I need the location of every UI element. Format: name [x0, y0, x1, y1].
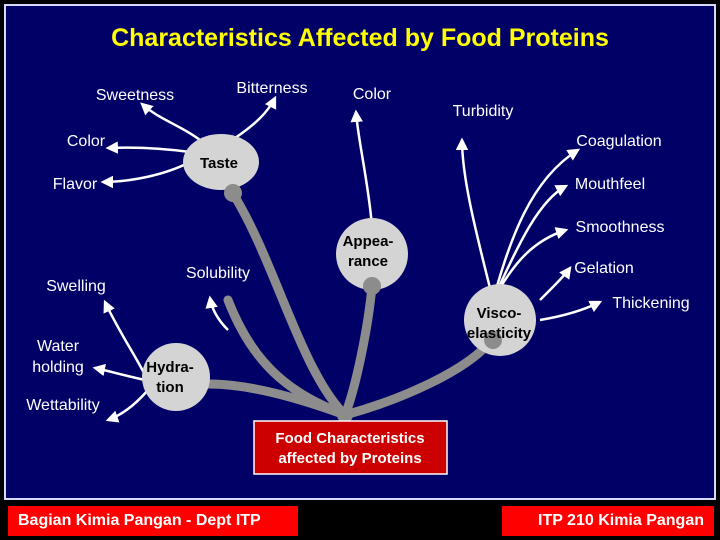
main-branches — [185, 187, 498, 420]
arrow-thickening — [539, 300, 603, 322]
label-coagulation: Coagulation — [576, 133, 661, 150]
branch-taste — [227, 187, 350, 420]
node-hydration-label-1: Hydra- — [146, 359, 194, 376]
arrow-turbidity — [455, 137, 495, 301]
label-water-holding-1: Water — [37, 338, 80, 355]
label-swelling: Swelling — [46, 278, 106, 295]
label-flavor: Flavor — [53, 176, 98, 193]
label-gelation: Gelation — [574, 260, 634, 277]
node-appearance: Appea- rance — [336, 218, 408, 295]
center-node-dot — [337, 407, 353, 423]
branch-solubility — [223, 295, 350, 420]
arrow-swelling — [103, 299, 147, 376]
node-appearance-label-2: rance — [348, 253, 388, 270]
arrow-wettability — [105, 389, 149, 423]
label-smoothness: Smoothness — [576, 219, 665, 236]
arrow-color-appearance — [350, 109, 374, 227]
label-color-taste: Color — [67, 133, 106, 150]
node-viscoelasticity-label-2: elasticity — [467, 325, 532, 342]
center-box: Food Characteristics affected by Protein… — [253, 420, 448, 475]
label-water-holding-2: holding — [32, 359, 84, 376]
label-bitterness: Bitterness — [236, 80, 307, 97]
label-thickening: Thickening — [612, 295, 689, 312]
slide-title: Characteristics Affected by Food Protein… — [111, 24, 609, 52]
node-viscoelasticity-label-1: Visco- — [477, 305, 522, 322]
arrow-coagulation — [491, 148, 581, 301]
arrow-bitterness — [231, 95, 277, 142]
arrow-color-taste — [105, 141, 191, 154]
label-wettability: Wettability — [26, 397, 100, 414]
footer-right: ITP 210 Kimia Pangan — [502, 506, 714, 536]
node-appearance-label-1: Appea- — [343, 233, 394, 250]
arrow-water-holding — [92, 363, 146, 382]
center-box-line-2: affected by Proteins — [278, 450, 421, 467]
node-hydration: Hydra- tion — [142, 343, 210, 411]
arrow-flavor — [100, 160, 191, 189]
branch-viscoelasticity — [340, 333, 498, 420]
node-hydration-label-2: tion — [156, 379, 184, 396]
branch-appearance — [340, 281, 377, 420]
label-mouthfeel: Mouthfeel — [575, 176, 645, 193]
footer-left: Bagian Kimia Pangan - Dept ITP — [8, 506, 298, 536]
label-solubility: Solubility — [186, 265, 250, 282]
arrow-solubility — [205, 295, 229, 331]
center-box-line-1: Food Characteristics — [275, 430, 424, 447]
arrow-gelation — [539, 265, 572, 301]
arrow-mouthfeel — [491, 184, 569, 301]
arrows — [92, 95, 603, 423]
label-turbidity: Turbidity — [453, 103, 514, 120]
label-color-appearance: Color — [353, 86, 392, 103]
label-sweetness: Sweetness — [96, 87, 174, 104]
arrow-sweetness — [140, 102, 201, 142]
node-viscoelasticity: Visco- elasticity — [464, 284, 536, 356]
node-taste: Taste — [183, 134, 259, 202]
node-taste-label: Taste — [200, 155, 238, 172]
